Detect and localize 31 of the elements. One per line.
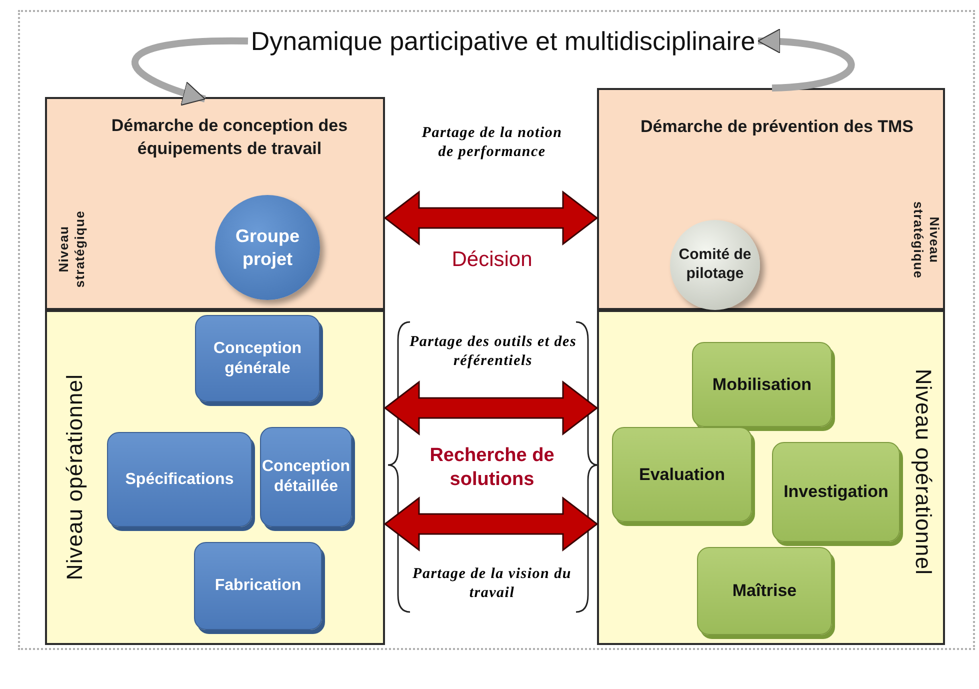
curved-arrow (758, 29, 854, 92)
step-label: Conception détaillée (261, 457, 351, 497)
double-arrow (384, 496, 598, 552)
step-label: Evaluation (638, 464, 726, 486)
section-heading: Démarche de prévention des TMS (639, 116, 915, 138)
double-arrow (384, 190, 598, 246)
level-label: Niveau stratégique (54, 209, 88, 290)
operational-level-panel (45, 310, 385, 645)
level-label: Niveau opérationnel (60, 372, 88, 582)
step-label: Fabrication (214, 576, 302, 596)
step-label: Groupe projet (234, 225, 300, 270)
level-label: Niveau opérationnel (910, 368, 938, 578)
double-arrow (384, 380, 598, 436)
strategic-level-panel (597, 88, 945, 310)
edge-note: Partage des outils et des référentiels (408, 333, 578, 370)
level-label: Niveau stratégique (910, 200, 944, 281)
strategic-level-panel (45, 97, 385, 310)
operational-level-panel (597, 310, 945, 645)
edge-note: Partage de la vision du travail (412, 565, 572, 602)
edge-note: Partage de la notion de performance (420, 124, 564, 162)
step-label: Mobilisation (711, 374, 813, 396)
edge-note: Recherche de solutions (428, 444, 556, 492)
banner-text: Dynamique participative et multidisciplinaire (250, 24, 756, 58)
edge-note: Décision (450, 247, 534, 273)
curved-arrow (132, 38, 248, 106)
section-heading: Démarche de conception des équipements de travail (110, 115, 349, 160)
step-label: Maîtrise (731, 580, 798, 602)
step-label: Conception générale (212, 338, 302, 378)
step-label: Spécifications (124, 470, 235, 490)
step-label: Comité de pilotage (678, 246, 752, 284)
step-label: Investigation (782, 481, 890, 503)
